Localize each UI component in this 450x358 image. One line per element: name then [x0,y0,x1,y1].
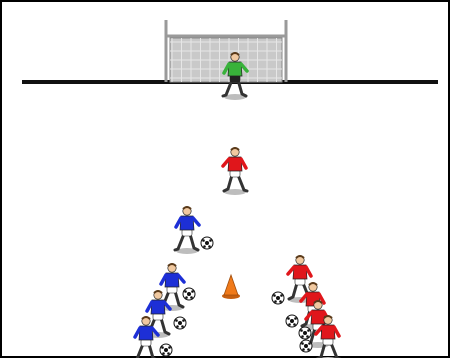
ball-patch [302,348,305,351]
ball-patch [276,296,280,300]
ball-patch [176,325,179,328]
ball-patch [290,319,294,323]
ball-patch [175,319,178,322]
ball-icon [272,292,284,304]
ball-patch [178,321,182,325]
ball-patch [274,300,277,303]
ball-patch [280,294,283,297]
ball-patch [187,292,191,296]
ball-patch [164,348,168,352]
ball-patch [205,241,209,245]
ball-patch [301,335,304,338]
ball-patch [308,342,311,345]
ball-patch [202,239,205,242]
ball-patch [300,329,303,332]
ball-patch [203,245,206,248]
ball-patch [294,317,297,320]
ball-patch [307,348,310,351]
ball-patch [168,346,171,349]
ball-patch [209,239,212,242]
ball-patch [273,294,276,297]
ball-patch [288,323,291,326]
ball-patch [185,296,188,299]
ball-patch [279,300,282,303]
ball-icon [174,317,186,329]
ball-patch [191,290,194,293]
ball-patch [208,245,211,248]
ball-patch [303,331,307,335]
ball-patch [162,352,165,355]
ball-icon [201,237,213,249]
ball-patch [190,296,193,299]
ball-icon [160,344,172,356]
ball-patch [182,319,185,322]
ball-icon [286,315,298,327]
ball-patch [306,335,309,338]
ball-patch [293,323,296,326]
ball-patch [181,325,184,328]
ball-patch [307,329,310,332]
ball-patch [304,344,308,348]
ball-patch [167,352,170,355]
ball-patch [301,342,304,345]
ball-patch [161,346,164,349]
ball-patch [184,290,187,293]
ball-icon [299,327,311,339]
ball-patch [287,317,290,320]
ball-icon [183,288,195,300]
ball-icon [300,340,312,352]
